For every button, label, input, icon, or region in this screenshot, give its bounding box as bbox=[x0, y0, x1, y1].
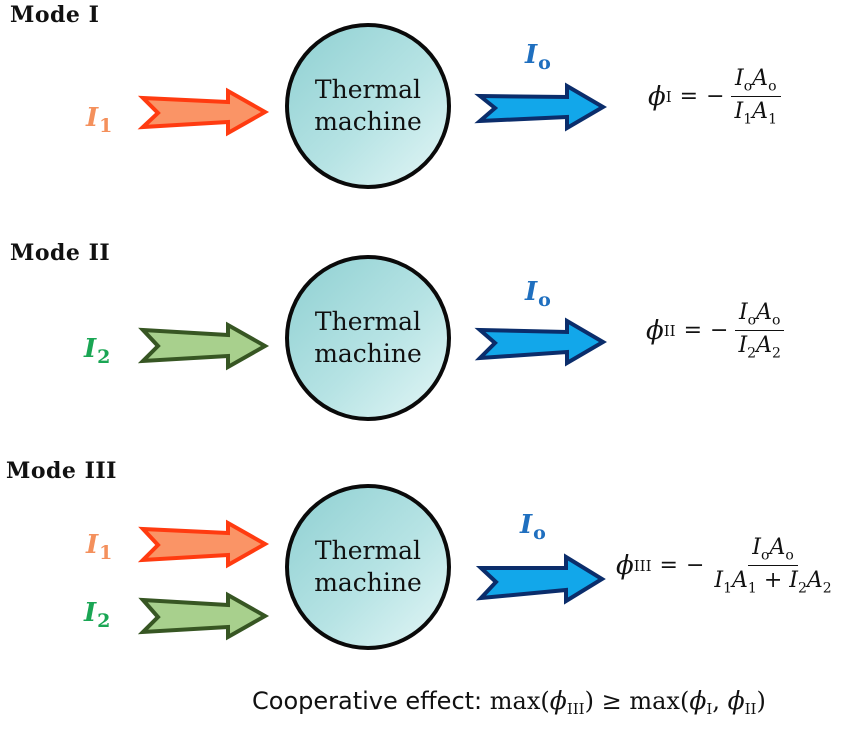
input-arrow-i2 bbox=[137, 591, 270, 641]
minus-sign: − bbox=[706, 84, 725, 110]
mode-3-label: Mode III bbox=[6, 458, 117, 484]
phi-symbol: ϕ bbox=[727, 686, 745, 715]
output-arrow-io bbox=[474, 317, 607, 367]
phi-subscript: I bbox=[706, 700, 713, 718]
output-flux-label-io: Io bbox=[525, 40, 551, 74]
numerator: IoAo bbox=[731, 66, 781, 98]
input-flux-label-i2: I2 bbox=[84, 598, 110, 632]
denominator: I2A2 bbox=[738, 333, 781, 362]
input-arrow-shape bbox=[137, 321, 270, 371]
fraction: IoAo I1A1 + I2A2 bbox=[710, 535, 835, 597]
mode-2-label: Mode II bbox=[10, 240, 111, 266]
denominator: I1A1 + I2A2 bbox=[714, 568, 832, 597]
phi-symbol: ϕ bbox=[689, 686, 707, 715]
flux-symbol: I bbox=[520, 510, 533, 540]
phi-subscript: III bbox=[633, 556, 652, 575]
flux-symbol: I bbox=[525, 40, 538, 70]
thermal-machine-1: Thermal machine bbox=[285, 23, 451, 189]
fraction: IoAo I1A1 bbox=[731, 66, 781, 128]
thermal-machine-2: Thermal machine bbox=[285, 255, 451, 421]
input-flux-label-i1: I1 bbox=[86, 530, 112, 564]
machine-text-line-1: Thermal bbox=[314, 536, 422, 565]
machine-text-line-1: Thermal bbox=[314, 75, 422, 104]
cooperative-effect-statement: Cooperative effect: max(ϕIII) ≥ max(ϕI, … bbox=[252, 686, 766, 718]
input-flux-label-i2: I2 bbox=[84, 334, 110, 368]
equals-sign: = bbox=[683, 318, 703, 344]
phi-subscript: III bbox=[566, 700, 585, 718]
input-flux-label-i1: I1 bbox=[86, 103, 112, 137]
flux-subscript: 1 bbox=[99, 115, 113, 137]
flux-symbol: I bbox=[84, 334, 97, 364]
machine-text-line-2: machine bbox=[314, 568, 422, 597]
flux-subscript: o bbox=[538, 52, 551, 74]
output-flux-label-io: Io bbox=[520, 510, 546, 544]
max-fn: max bbox=[629, 687, 680, 715]
input-arrow-i1 bbox=[137, 87, 270, 137]
flux-subscript: o bbox=[538, 289, 551, 311]
max-fn: max bbox=[489, 687, 541, 715]
phi-subscript: II bbox=[744, 700, 757, 718]
thermal-machine-3: Thermal machine bbox=[285, 484, 451, 650]
output-arrow-shape bbox=[474, 317, 607, 367]
phi-subscript: I bbox=[665, 87, 672, 106]
flux-subscript: 2 bbox=[97, 610, 111, 632]
machine-text-line-2: machine bbox=[314, 107, 422, 136]
numerator: IoAo bbox=[734, 300, 785, 332]
minus-sign: − bbox=[685, 553, 705, 579]
geq-sign: ≥ bbox=[601, 687, 622, 715]
output-arrow-shape bbox=[475, 553, 606, 605]
phi-symbol: ϕ bbox=[549, 686, 567, 715]
machine-text-line-1: Thermal bbox=[314, 307, 422, 336]
equals-sign: = bbox=[679, 84, 699, 110]
phi-symbol: ϕ bbox=[616, 550, 634, 581]
minus-sign: − bbox=[710, 318, 729, 344]
denominator: I1A1 bbox=[734, 99, 777, 128]
phi-symbol: ϕ bbox=[648, 81, 666, 112]
output-flux-label-io: Io bbox=[525, 277, 551, 311]
output-arrow-io bbox=[474, 82, 607, 132]
input-arrow-shape bbox=[137, 591, 270, 641]
input-arrow-i2 bbox=[137, 321, 270, 371]
flux-symbol: I bbox=[86, 530, 99, 560]
output-arrow-io bbox=[475, 553, 606, 605]
cooperative-effect-label: Cooperative effect: bbox=[252, 687, 483, 715]
equals-sign: = bbox=[659, 553, 678, 579]
input-arrow-shape bbox=[137, 87, 270, 137]
input-arrow-shape bbox=[137, 519, 270, 569]
mode-1-label: Mode I bbox=[10, 2, 100, 28]
flux-symbol: I bbox=[86, 103, 99, 133]
fraction: IoAo I2A2 bbox=[734, 300, 785, 362]
machine-text-line-2: machine bbox=[314, 339, 422, 368]
flux-subscript: o bbox=[533, 522, 546, 544]
flux-symbol: I bbox=[84, 598, 97, 628]
flux-subscript: 1 bbox=[99, 542, 113, 564]
output-arrow-shape bbox=[474, 82, 607, 132]
flux-symbol: I bbox=[525, 277, 538, 307]
numerator: IoAo bbox=[748, 535, 798, 567]
phi-symbol: ϕ bbox=[646, 315, 664, 346]
flux-subscript: 2 bbox=[97, 346, 111, 368]
phi-subscript: II bbox=[663, 321, 676, 340]
input-arrow-i1 bbox=[137, 519, 270, 569]
